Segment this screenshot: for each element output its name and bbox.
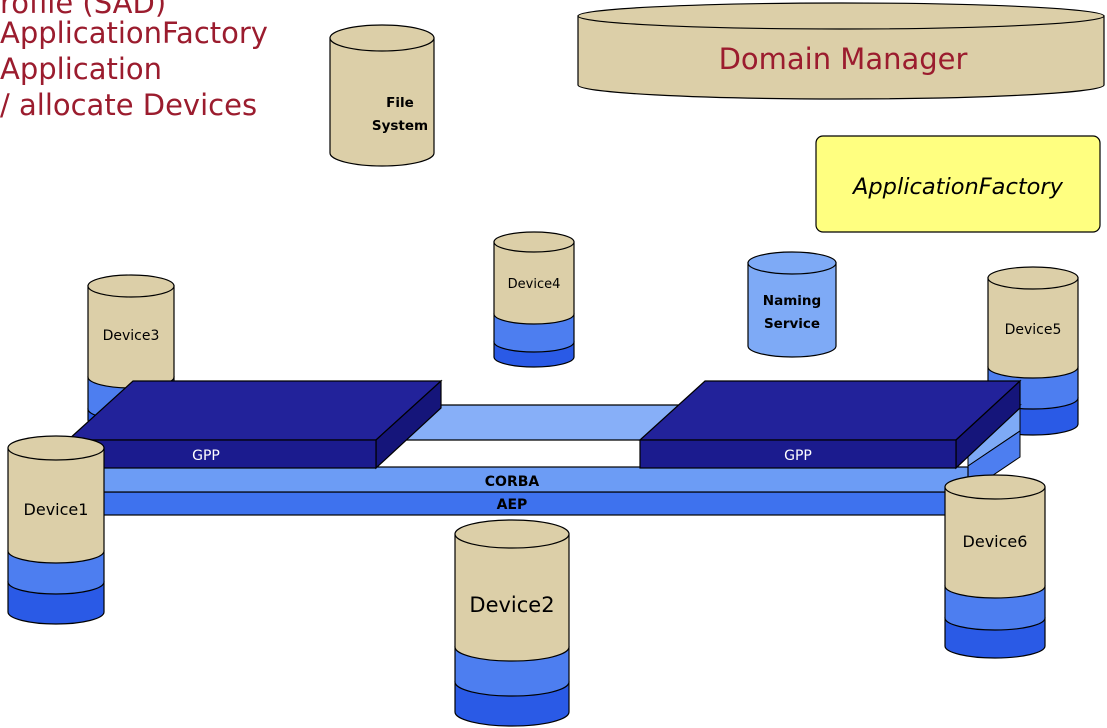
file-system-label-1: File — [386, 95, 414, 111]
file-system[interactable]: File System — [329, 24, 435, 167]
device3-label: Device3 — [103, 328, 160, 344]
application-factory-label: ApplicationFactory — [851, 174, 1064, 200]
device6-label: Device6 — [963, 532, 1028, 551]
aep-label: AEP — [497, 497, 528, 513]
gpp-left[interactable]: GPP — [66, 379, 443, 470]
application-factory-box[interactable]: ApplicationFactory — [815, 135, 1101, 233]
corba-label: CORBA — [485, 474, 540, 490]
gpp-right-label: GPP — [784, 448, 812, 464]
text-line-3: Application — [0, 52, 163, 86]
device2[interactable]: Device2 — [454, 519, 570, 727]
naming-service-label-1: Naming — [763, 293, 821, 309]
device5-label: Device5 — [1005, 322, 1062, 338]
naming-service[interactable]: Naming Service — [747, 251, 837, 358]
device6[interactable]: Device6 — [944, 474, 1046, 659]
device4-label: Device4 — [508, 277, 561, 292]
platform: AEP CORBA GPP GPP — [66, 379, 1022, 516]
device1[interactable]: Device1 — [7, 435, 105, 625]
file-system-label-2: System — [372, 118, 428, 134]
gpp-right[interactable]: GPP — [638, 379, 1022, 470]
naming-service-label-2: Service — [764, 316, 820, 332]
domain-manager-label: Domain Manager — [719, 42, 968, 76]
device1-label: Device1 — [24, 500, 89, 519]
domain-manager[interactable]: Domain Manager — [577, 2, 1105, 100]
text-line-4: / allocate Devices — [0, 88, 258, 122]
gpp-left-label: GPP — [192, 448, 220, 464]
text-line-1: rofile (SAD) — [0, 0, 167, 20]
text-line-2: ApplicationFactory — [0, 16, 268, 50]
device4[interactable]: Device4 — [493, 231, 575, 368]
device2-label: Device2 — [469, 593, 554, 617]
